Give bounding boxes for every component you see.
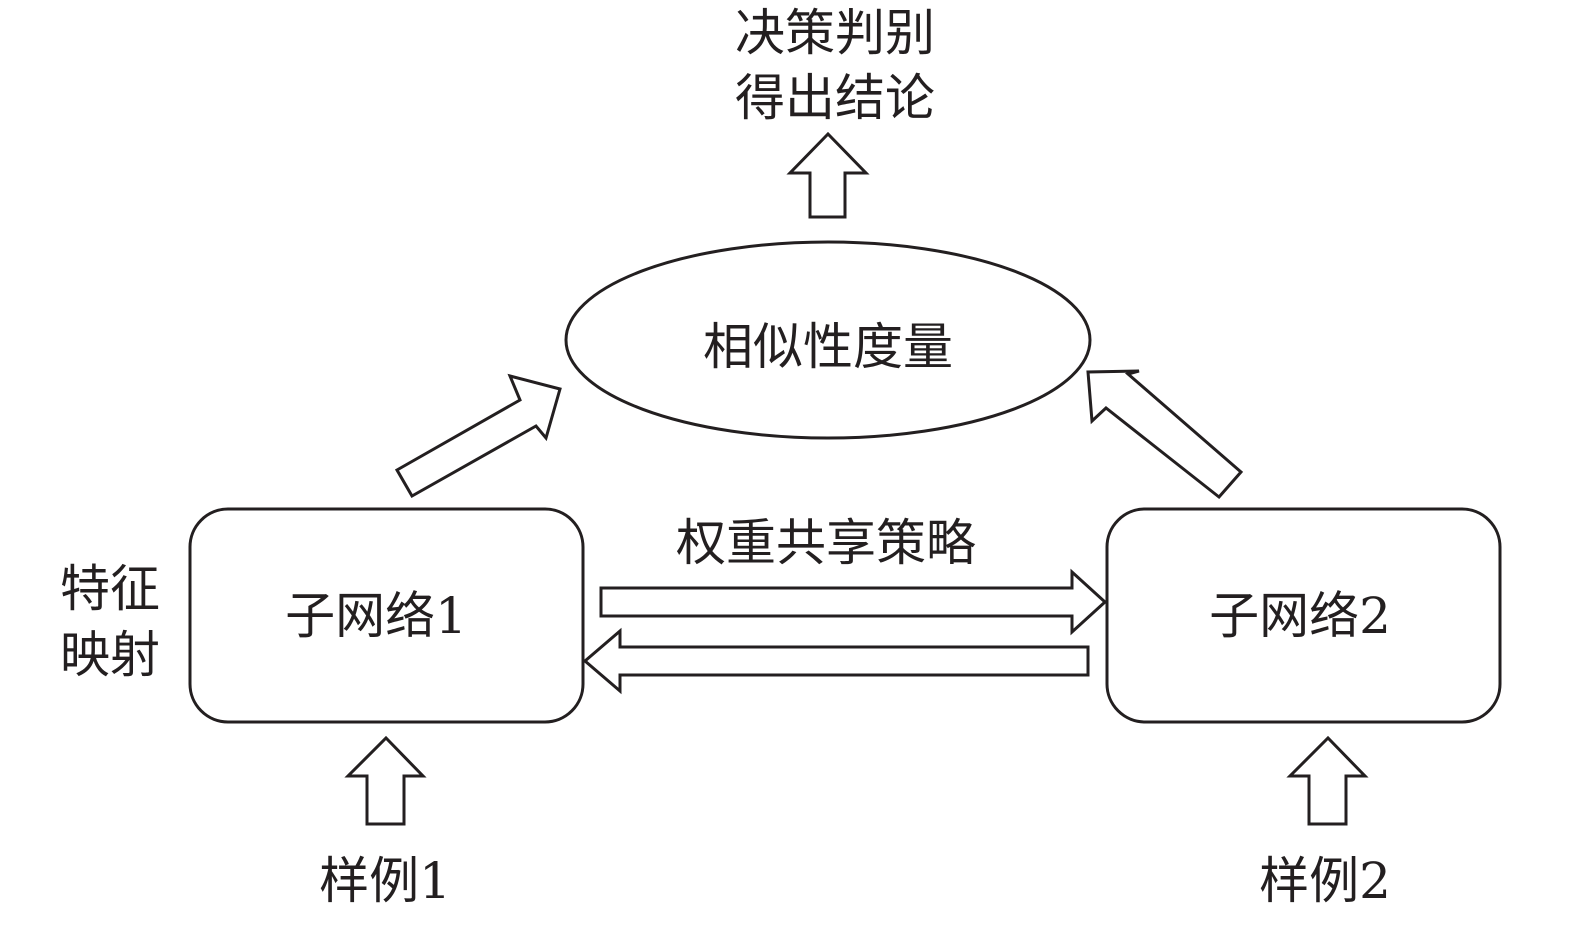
feature-mapping-line-2: 映射 (60, 626, 160, 684)
feature-mapping-line-1: 特征 (60, 560, 160, 618)
sample-1-label: 样例1 (319, 852, 451, 910)
similarity-label: 相似性度量 (703, 318, 953, 376)
weight-sharing-label: 权重共享策略 (676, 514, 976, 572)
arrow-sample2-to-subnet2 (1286, 735, 1369, 826)
conclusion-line-1: 决策判别 (735, 4, 935, 62)
arrow-to-conclusion (786, 131, 870, 219)
subnet-2-label: 子网络2 (1209, 587, 1391, 645)
arrow-subnet2-to-subnet1 (582, 627, 1090, 695)
similarity-ellipse (564, 240, 1092, 440)
subnet-2-box (1105, 507, 1502, 724)
arrow-subnet1-to-similarity (394, 373, 562, 499)
subnet-1-label: 子网络1 (285, 587, 467, 645)
arrow-subnet1-to-subnet2 (599, 568, 1108, 636)
subnet-1-box (188, 507, 585, 724)
conclusion-line-2: 得出结论 (735, 69, 935, 127)
sample-2-label: 样例2 (1259, 852, 1391, 910)
arrow-sample1-to-subnet1 (344, 735, 427, 826)
arrow-subnet2-to-similarity (1086, 369, 1244, 500)
